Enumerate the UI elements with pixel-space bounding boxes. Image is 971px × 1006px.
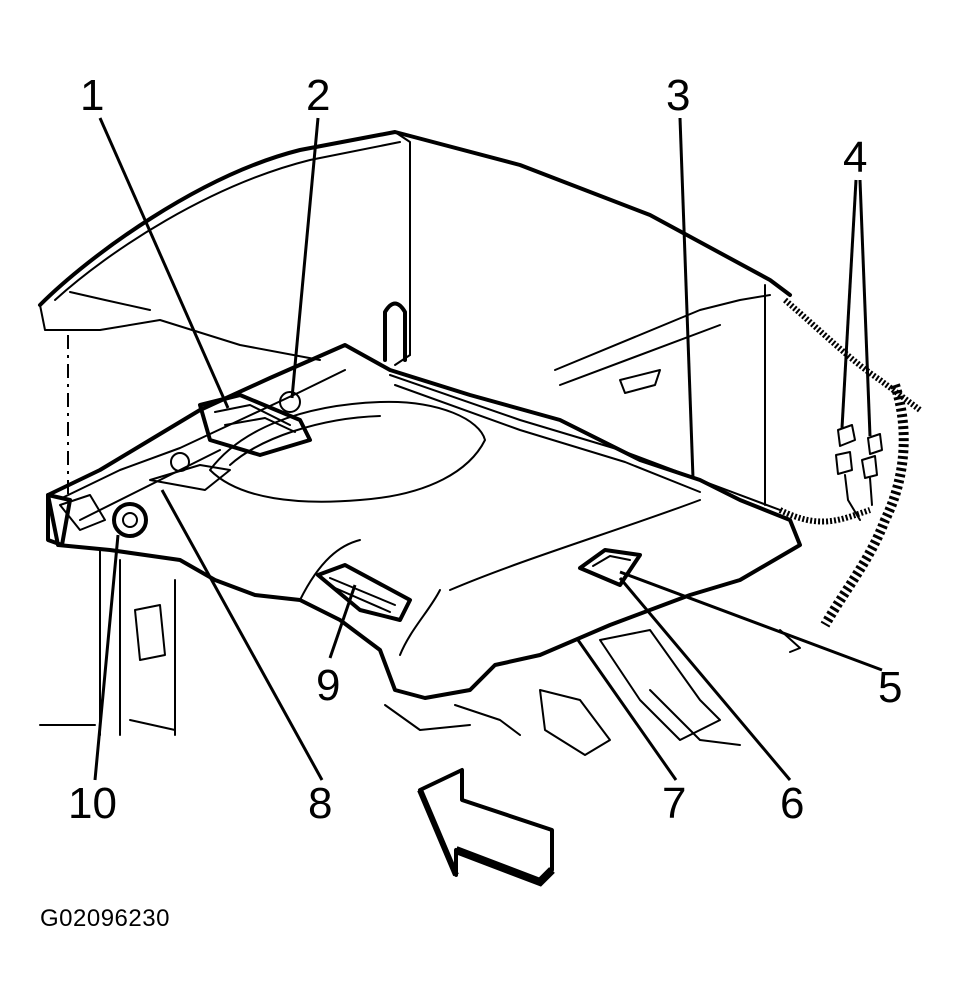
leader-line-4b (858, 179, 872, 437)
leader-line-3 (678, 117, 695, 479)
lower-interior (39, 549, 741, 756)
rear-dome-lamp (578, 548, 642, 587)
callout-6: 6 (780, 779, 804, 828)
callout-9: 9 (316, 661, 340, 710)
leader-line-7 (576, 639, 678, 781)
leader-line-4a (840, 179, 858, 429)
callout-2: 2 (306, 71, 330, 120)
callout-5: 5 (878, 663, 902, 712)
callout-10: 10 (68, 779, 117, 828)
leader-lines (93, 117, 883, 781)
alignment-lines (67, 150, 766, 505)
figure-id: G02096230 (40, 905, 170, 932)
leader-line-8 (160, 489, 324, 781)
front-header-trim (46, 493, 148, 547)
callout-8: 8 (308, 779, 332, 828)
leader-line-1 (98, 117, 230, 409)
callout-7: 7 (662, 779, 686, 828)
callout-3: 3 (666, 71, 690, 120)
roof-structure (38, 130, 792, 506)
leader-line-2 (290, 117, 320, 399)
callout-labels: 1 2 3 4 5 6 7 8 9 10 (68, 71, 902, 828)
wiring-harness (778, 297, 922, 653)
leader-line-10 (93, 534, 120, 781)
headliner-panel (46, 343, 802, 700)
assist-handle (316, 563, 412, 622)
callout-4: 4 (843, 133, 867, 182)
leader-line-6 (618, 577, 792, 781)
front-console-cluster (149, 391, 312, 491)
leader-line-5 (619, 570, 883, 672)
leader-line-9 (328, 584, 357, 659)
callout-1: 1 (80, 71, 104, 120)
view-direction-arrow-icon (417, 768, 555, 887)
